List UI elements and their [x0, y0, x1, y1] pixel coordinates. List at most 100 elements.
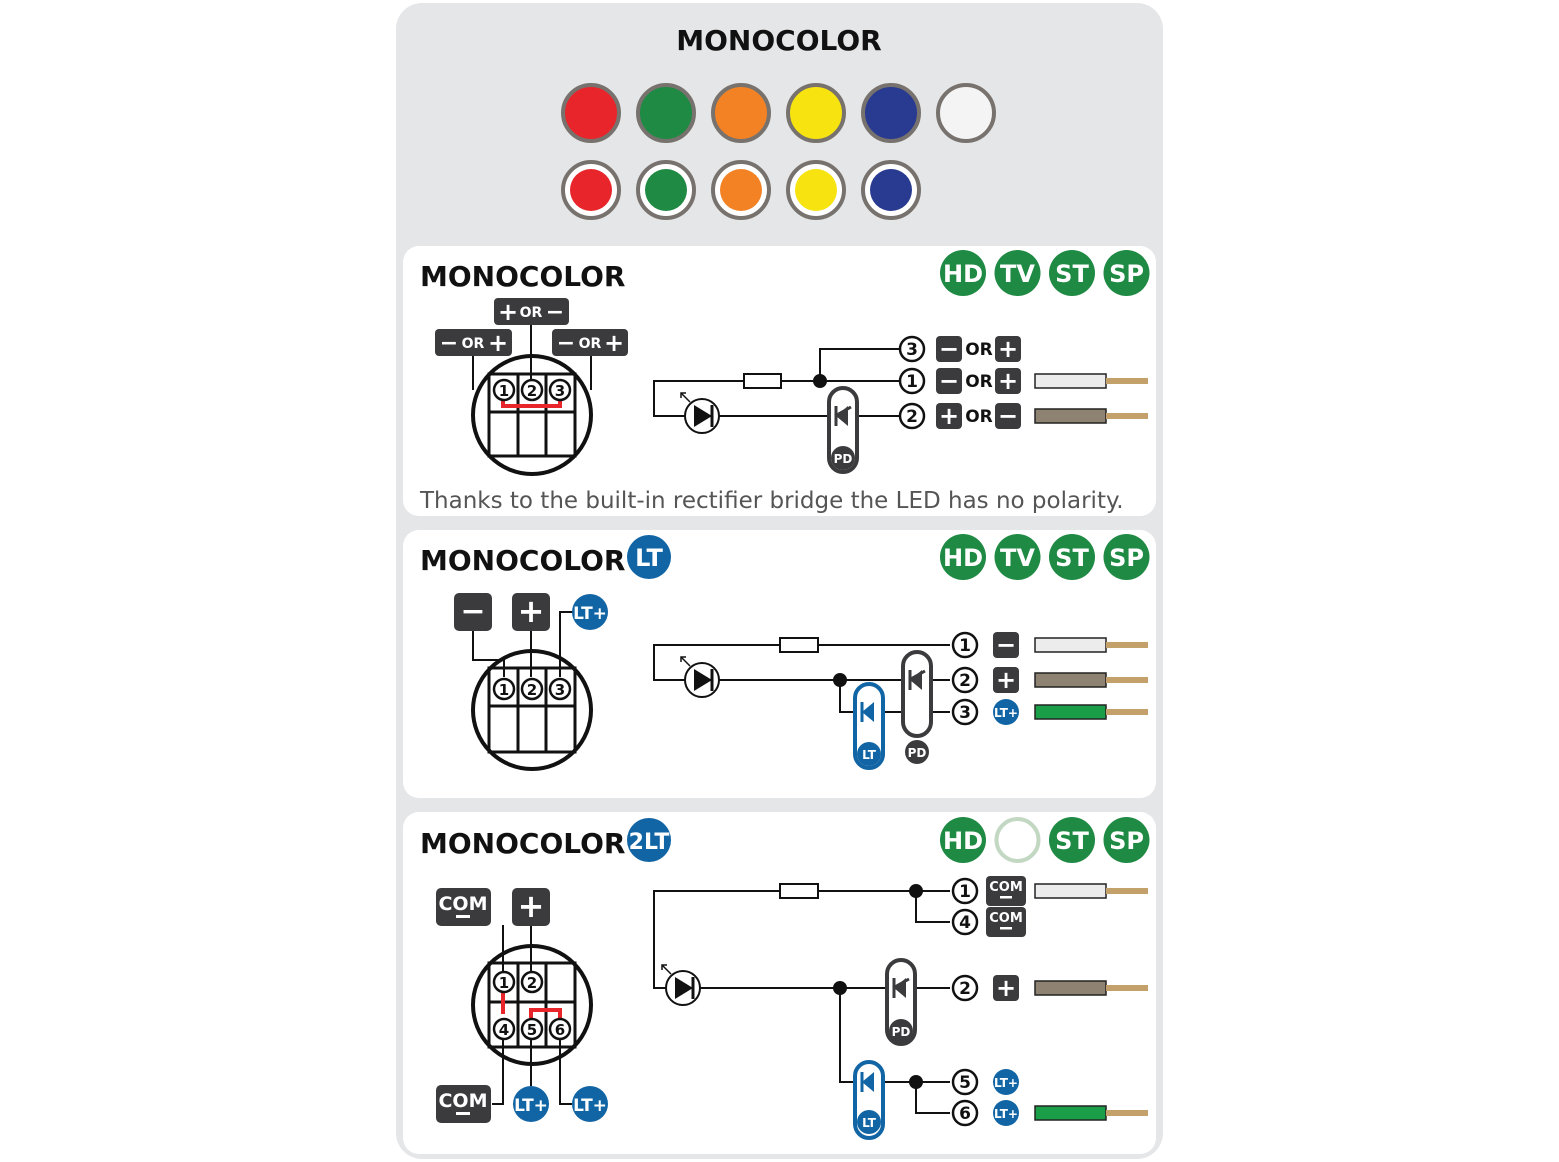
photodiode: PD: [827, 386, 859, 474]
color-swatch-dot: [870, 169, 912, 211]
pin-number-label: 1: [959, 882, 971, 902]
pin-number: [951, 631, 979, 659]
svg-text:PD: PD: [908, 746, 927, 760]
color-swatch: [786, 83, 846, 143]
svg-text:LT: LT: [635, 544, 663, 572]
color-swatch: [936, 83, 996, 143]
color-swatch-dot: [720, 169, 762, 211]
pin-number: [492, 970, 516, 994]
pin-number: [520, 1017, 544, 1041]
header-title: MONOCOLOR: [676, 24, 881, 57]
pin-number: [520, 677, 544, 701]
polarity-box: [995, 336, 1021, 362]
svg-text:2LT: 2LT: [629, 830, 670, 855]
svg-text:OR: OR: [462, 336, 485, 352]
housing-badge: [1103, 817, 1150, 863]
top-label-center: + OR −: [494, 298, 569, 326]
polarity-symbol: −: [939, 367, 959, 395]
housing-badge-empty: [994, 817, 1041, 863]
pin-number: [951, 974, 979, 1002]
lt-plus-label: LT+: [994, 1107, 1018, 1121]
housing-badge: [1103, 534, 1150, 580]
svg-text:LT+: LT+: [573, 604, 607, 624]
housing-badge: [940, 250, 986, 296]
svg-text:LT+: LT+: [514, 1096, 548, 1116]
or-label: OR: [965, 407, 993, 427]
label-plus: [512, 593, 550, 631]
wire-strand: [1106, 642, 1148, 648]
svg-text:+: +: [518, 592, 545, 630]
housing-badge: [1103, 250, 1150, 296]
lt-title-badge: [627, 535, 671, 579]
polarity-symbol: −: [998, 402, 1018, 430]
svg-text:LT: LT: [862, 748, 877, 762]
pin-number-label: 1: [499, 382, 509, 400]
svg-text:−: −: [440, 331, 458, 356]
pin-number: [492, 677, 516, 701]
polarity-box: [936, 403, 962, 429]
wire-strand: [1106, 378, 1148, 384]
pin-number-label: 2: [959, 979, 971, 999]
schematic: [653, 348, 900, 434]
pin-number: [492, 1017, 516, 1041]
photodiode: PD: [901, 650, 933, 764]
label-minus: [454, 593, 492, 631]
pin-number-label: 2: [527, 974, 537, 992]
svg-text:LT+: LT+: [573, 1096, 607, 1116]
pin-number: [898, 335, 926, 363]
label-plus: [512, 888, 550, 926]
polarity-symbol: +: [996, 666, 1016, 694]
wire-strand: [1106, 888, 1148, 894]
housing-badge: [1049, 534, 1095, 580]
photodiode: PD: [885, 958, 917, 1046]
com-label: COM: [989, 911, 1023, 926]
housing-badge: [1049, 250, 1095, 296]
svg-text:PD: PD: [892, 1025, 911, 1039]
pin-number-label: 2: [959, 671, 971, 691]
polarity-symbol: +: [998, 367, 1018, 395]
svg-text:COM: COM: [438, 1090, 487, 1112]
polarity-box: [993, 975, 1019, 1001]
pin-number-label: 2: [527, 382, 537, 400]
label-com-top: COM: [436, 888, 491, 926]
pin-number: [898, 402, 926, 430]
housing-badge-label: TV: [1000, 544, 1035, 572]
housing-badge-label: ST: [1055, 260, 1089, 288]
color-swatch-dot: [645, 169, 687, 211]
wire-insulation: [1034, 408, 1107, 424]
section-title: MONOCOLOR: [420, 827, 625, 860]
svg-text:OR: OR: [579, 336, 602, 352]
housing-badge: [994, 534, 1041, 580]
wire-insulation: [1034, 980, 1107, 996]
pin-number-label: 3: [555, 681, 565, 699]
polarity-symbol: −: [939, 335, 959, 363]
pin-number: [951, 698, 979, 726]
top-label-right: − OR +: [552, 329, 628, 357]
pin-number-label: 6: [959, 1104, 971, 1124]
section-title: MONOCOLOR: [420, 260, 625, 293]
housing-badge: [994, 250, 1041, 296]
polarity-symbol: +: [939, 402, 959, 430]
color-swatch-dot: [570, 169, 612, 211]
top-label-left: − OR +: [435, 329, 512, 357]
pd-label: PD: [834, 452, 853, 466]
light-transistor: LT: [853, 1060, 885, 1140]
pin-number-label: 5: [527, 1021, 537, 1039]
housing-badge: [940, 817, 986, 863]
pin-number-label: 3: [959, 703, 971, 723]
lt-plus-badge: [993, 1100, 1019, 1126]
svg-text:+: +: [518, 887, 545, 925]
wire-insulation: [1034, 704, 1107, 720]
pin-number: [951, 908, 979, 936]
polarity-box: [936, 336, 962, 362]
color-swatches: [561, 83, 996, 220]
pin-number: [520, 378, 544, 402]
wire-strand: [1106, 413, 1148, 419]
